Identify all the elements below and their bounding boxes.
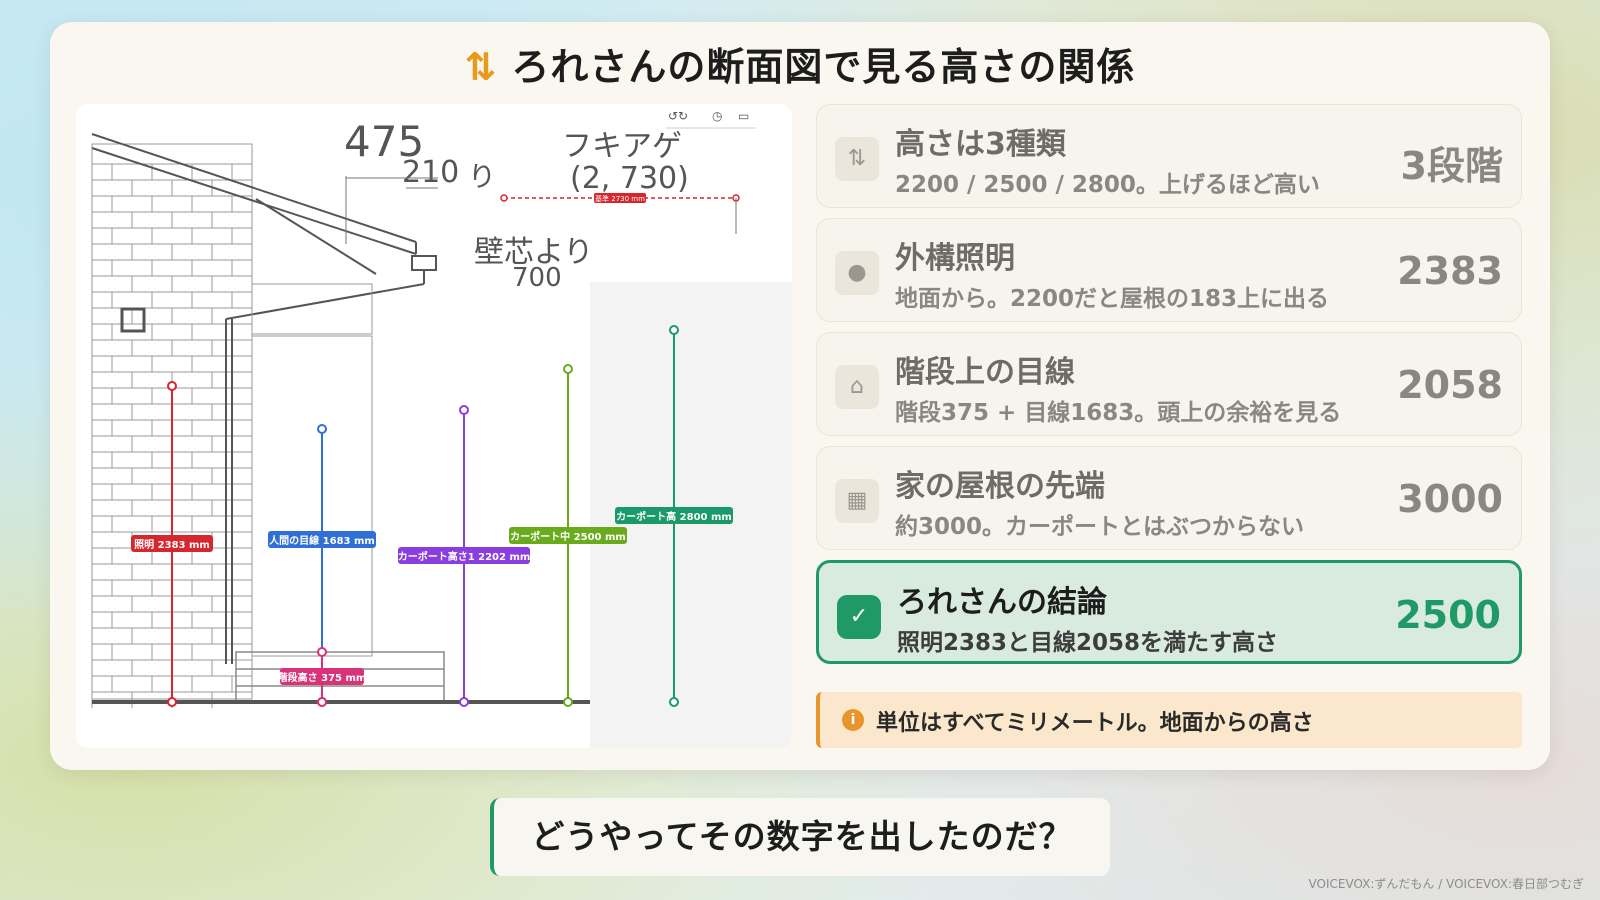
dim-210-label: 210	[402, 155, 459, 190]
row-height-types: ⇅ 高さは3種類 2200 / 2500 / 2800。上げるほど高い 3段階	[816, 104, 1522, 208]
row-title: 家の屋根の先端	[895, 469, 1105, 504]
row-sub: 照明2383と目線2058を満たす高さ	[897, 630, 1279, 656]
measure-endpoint	[167, 381, 177, 391]
measure-4: カーポート高 2800 mm	[615, 325, 733, 707]
check-icon: ✓	[837, 595, 881, 639]
credit-text: VOICEVOX:ずんだもん / VOICEVOX:春日部つむぎ	[1308, 877, 1584, 891]
measure-2: カーポート高さ1 2202 mm	[398, 405, 531, 707]
measure-label-bg	[131, 535, 213, 552]
measure-label: 照明 2383 mm	[134, 539, 210, 551]
measure-label-bg	[398, 547, 530, 564]
row-roof-edge: ▦ 家の屋根の先端 約3000。カーポートとはぶつからない 3000	[816, 446, 1522, 550]
up-down-arrows-icon: ⇅	[464, 45, 498, 89]
row-title: 階段上の目線	[895, 355, 1075, 390]
row-eye-level: ⌂ 階段上の目線 階段375 + 目線1683。頭上の余裕を見る 2058	[816, 332, 1522, 436]
base-label-bg	[594, 193, 646, 203]
row-title: ろれさんの結論	[897, 585, 1107, 620]
toolbar-window-icon[interactable]: ▭	[738, 109, 749, 123]
subtitle-caption: どうやってその数字を出したのだ？	[490, 798, 1110, 876]
row-value: 3000	[1397, 477, 1503, 521]
grid-icon: ▦	[835, 479, 879, 523]
text-ri: り	[468, 160, 496, 193]
measure-endpoint	[563, 697, 573, 707]
dim-475-label: 475	[344, 117, 424, 166]
row-sub: 約3000。カーポートとはぶつからない	[895, 514, 1305, 540]
measure-label: 階段高さ 375 mm	[278, 671, 367, 684]
measure-endpoint	[317, 647, 327, 657]
note-text: 単位はすべてミリメートル。地面からの高さ	[876, 711, 1314, 736]
row-exterior-light: ● 外構照明 地面から。2200だと屋根の183上に出る 2383	[816, 218, 1522, 322]
row-sub: 階段375 + 目線1683。頭上の余裕を見る	[895, 400, 1342, 426]
roof-eave	[91, 133, 437, 664]
row-title: 高さは3種類	[895, 127, 1066, 162]
measure-label-bg	[615, 507, 733, 524]
row-value: 3段階	[1400, 144, 1503, 188]
measure-0: 照明 2383 mm	[131, 381, 213, 707]
row-sub: 2200 / 2500 / 2800。上げるほど高い	[895, 172, 1320, 198]
row-title: 外構照明	[895, 241, 1015, 276]
cross-section-diagram: 475 210 り フキアゲ (2, 730) 壁芯より 700 基準 2730…	[76, 104, 792, 748]
measure-endpoint	[317, 424, 327, 434]
measure-endpoint	[167, 697, 177, 707]
measure-label-bg	[268, 531, 376, 548]
measure-endpoint	[669, 325, 679, 335]
measure-label-bg	[509, 527, 627, 544]
row-sub: 地面から。2200だと屋根の183上に出る	[895, 286, 1330, 312]
measure-endpoint	[563, 364, 573, 374]
house-icon: ⌂	[835, 365, 879, 409]
measure-label: カーポート高さ1 2202 mm	[398, 550, 531, 563]
measure-1: 人間の目線 1683 mm	[268, 424, 376, 707]
measure-endpoint	[459, 697, 469, 707]
diagram-toolbar: ↺↻ ◷ ▭	[666, 109, 756, 129]
measure-label-bg	[280, 668, 364, 685]
toolbar-undo-icon[interactable]: ↺↻	[668, 109, 688, 123]
measure-label: 人間の目線 1683 mm	[269, 534, 375, 547]
info-icon: i	[842, 709, 864, 731]
wall-value: 700	[512, 263, 562, 293]
page-title: ⇅ ろれさんの断面図で見る高さの関係	[0, 36, 1600, 91]
row-value: 2383	[1397, 249, 1503, 293]
measure-endpoint	[317, 697, 327, 707]
measure-lines: 照明 2383 mm 人間の目線 1683 mm カーポート高さ1 2202 mm カ…	[131, 325, 733, 707]
measure-endpoint	[669, 697, 679, 707]
row-value: 2500	[1395, 593, 1501, 637]
measure-5: 階段高さ 375 mm	[278, 647, 367, 707]
base-label: 基準 2730 mm	[595, 194, 645, 203]
fukiage-label: フキアゲ	[562, 129, 682, 164]
measure-3: カーポート中 2500 mm	[509, 364, 627, 707]
measure-endpoint	[459, 405, 469, 415]
wall-text: 壁芯より	[474, 235, 593, 270]
measure-label: カーポート高 2800 mm	[616, 510, 732, 523]
up-down-arrows-icon: ⇅	[835, 137, 879, 181]
measure-label: カーポート中 2500 mm	[510, 530, 626, 543]
toolbar-clock-icon[interactable]: ◷	[712, 109, 723, 123]
page-title-text: ろれさんの断面図で見る高さの関係	[511, 45, 1136, 89]
diagram-svg: 475 210 り フキアゲ (2, 730) 壁芯より 700 基準 2730…	[91, 109, 792, 748]
fukiage-value: (2, 730)	[570, 161, 689, 196]
row-conclusion: ✓ ろれさんの結論 照明2383と目線2058を満たす高さ 2500	[816, 560, 1522, 664]
unit-note: i 単位はすべてミリメートル。地面からの高さ	[816, 692, 1522, 748]
lightbulb-icon: ●	[835, 251, 879, 295]
row-value: 2058	[1397, 363, 1503, 407]
